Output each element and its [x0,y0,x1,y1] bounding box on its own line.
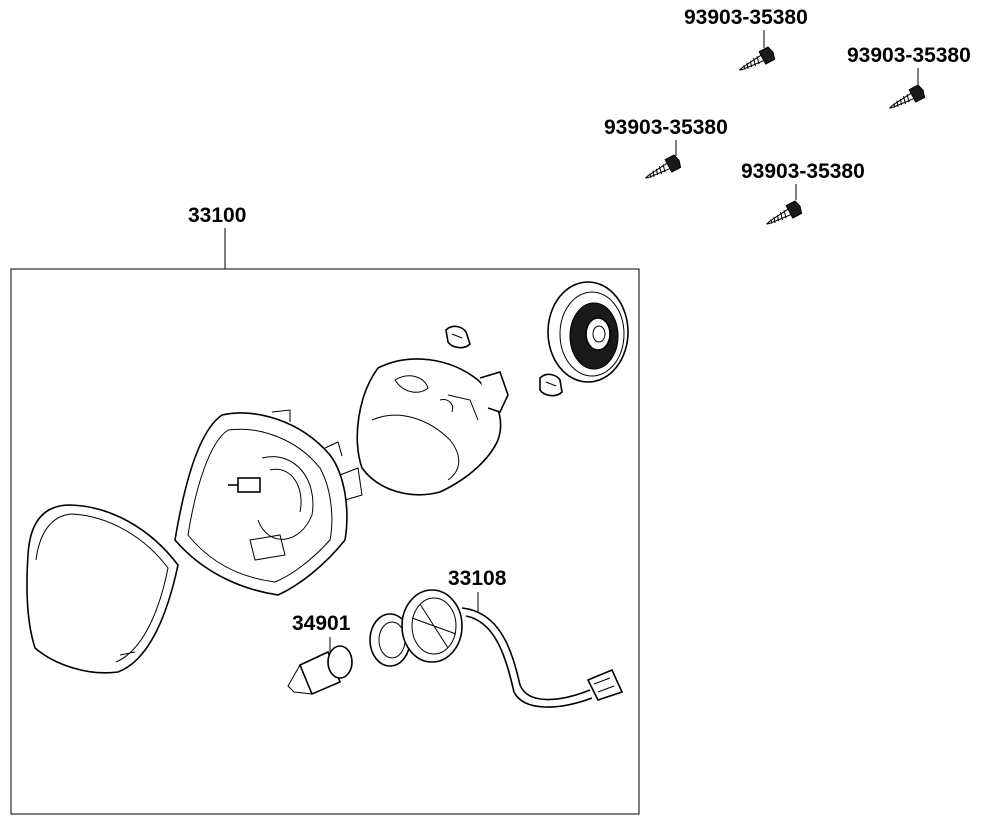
headlight-assembly-callout: 33100 [10,204,640,815]
screw-2-label: 93903-35380 [847,44,971,67]
screw-3: 93903-35380 [604,116,728,179]
bulb-label: 34901 [292,612,351,635]
socket-harness-label: 33108 [448,567,507,590]
screw-2: 93903-35380 [847,44,971,109]
assembly-frame [10,268,640,815]
clip-lower [539,373,563,397]
dust-cover [547,281,629,383]
clip-upper [445,325,471,349]
screw-4-label: 93903-35380 [741,160,865,183]
screw-1-label: 93903-35380 [684,6,808,29]
screw-3-label: 93903-35380 [604,116,728,139]
headlight-assembly-label: 33100 [188,204,246,227]
screw-4: 93903-35380 [741,160,865,225]
screw-1: 93903-35380 [684,6,808,71]
bulb: 34901 [287,612,353,696]
headlight-lens [26,504,179,674]
headlight-reflector [174,409,363,596]
headlight-housing [356,358,509,496]
socket-harness: 33108 [369,567,624,708]
